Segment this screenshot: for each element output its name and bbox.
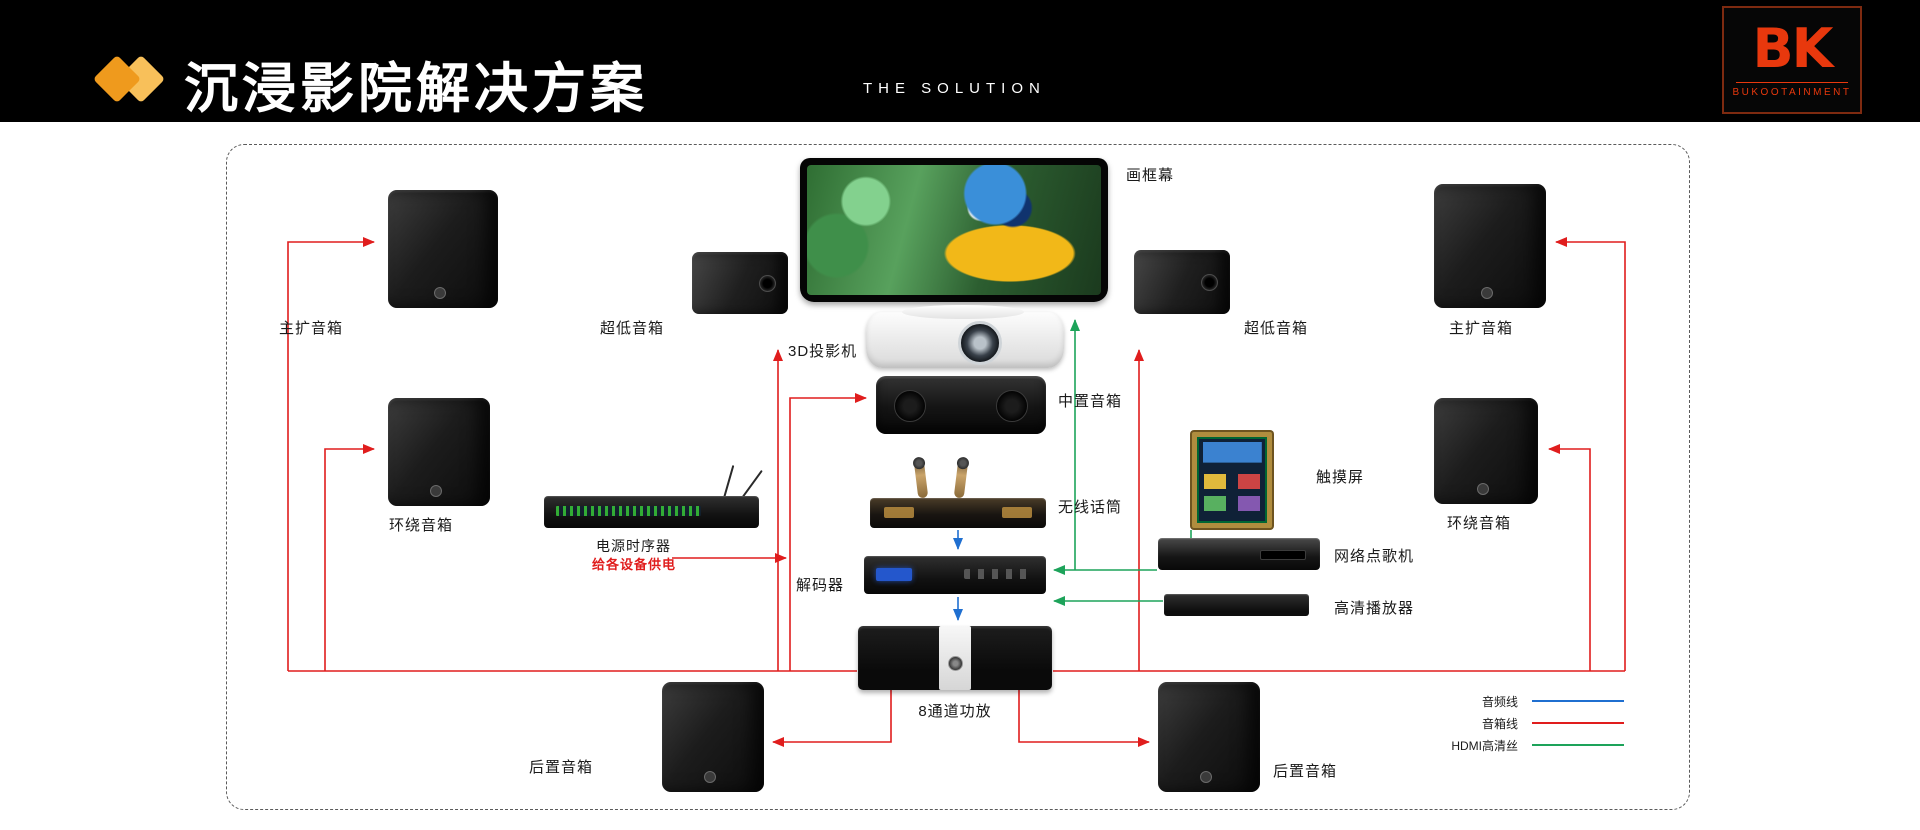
parrot-image bbox=[807, 165, 1101, 295]
brand-initials: BK bbox=[1752, 17, 1833, 80]
surround-speaker-right bbox=[1434, 398, 1538, 504]
amplifier-8ch bbox=[858, 626, 1052, 690]
legend-line-audio bbox=[1532, 700, 1624, 702]
rear-speaker-left bbox=[662, 682, 764, 792]
slide-logo bbox=[92, 54, 170, 104]
projection-screen bbox=[800, 158, 1108, 302]
label-karaoke: 网络点歌机 bbox=[1334, 548, 1415, 565]
brand-divider bbox=[1736, 82, 1848, 83]
label-screen: 画框幕 bbox=[1126, 167, 1175, 184]
header-bar: 沉浸影院解决方案 THE SOLUTION BK BUKOOTAINMENT bbox=[0, 0, 1920, 122]
main-speaker-right bbox=[1434, 184, 1546, 308]
label-wireless-mic: 无线话筒 bbox=[1058, 499, 1123, 516]
microphone-icon bbox=[953, 459, 969, 499]
page-title: 沉浸影院解决方案 bbox=[184, 59, 648, 119]
center-speaker bbox=[876, 376, 1046, 434]
legend-line-speaker bbox=[1532, 722, 1624, 724]
label-main-left: 主扩音箱 bbox=[279, 320, 344, 337]
subwoofer-left bbox=[692, 252, 788, 314]
legend-line-hdmi bbox=[1532, 744, 1624, 746]
sequencer-leds bbox=[556, 506, 701, 516]
power-sequencer bbox=[544, 462, 763, 528]
microphone-icon bbox=[913, 459, 929, 499]
diagram-frame bbox=[226, 144, 1690, 810]
label-surround-right: 环绕音箱 bbox=[1447, 515, 1512, 532]
brand-logo: BK BUKOOTAINMENT bbox=[1722, 6, 1862, 114]
legend-item-hdmi: HDMI高清丝 bbox=[1436, 734, 1624, 756]
surround-speaker-left bbox=[388, 398, 490, 506]
legend-label: HDMI高清丝 bbox=[1451, 738, 1518, 753]
hd-player bbox=[1164, 594, 1309, 616]
wire-legend: 音频线 音箱线 HDMI高清丝 bbox=[1436, 690, 1624, 756]
decoder-display bbox=[876, 568, 912, 581]
touch-screen bbox=[1192, 432, 1272, 528]
karaoke-machine bbox=[1158, 538, 1320, 570]
label-projector: 3D投影机 bbox=[788, 343, 858, 360]
main-speaker-left bbox=[388, 190, 498, 308]
antenna-icon bbox=[723, 465, 735, 499]
label-surround-left: 环绕音箱 bbox=[389, 517, 454, 534]
decoder bbox=[864, 556, 1046, 594]
brand-name: BUKOOTAINMENT bbox=[1732, 87, 1852, 98]
amp-knob bbox=[948, 656, 963, 671]
label-decoder: 解码器 bbox=[796, 577, 845, 594]
legend-item-speaker: 音箱线 bbox=[1436, 712, 1624, 734]
projector-3d bbox=[866, 305, 1064, 368]
label-rear-right: 后置音箱 bbox=[1273, 763, 1338, 780]
label-rear-left: 后置音箱 bbox=[529, 759, 594, 776]
label-subwoofer-left: 超低音箱 bbox=[600, 320, 665, 337]
legend-item-audio: 音频线 bbox=[1436, 690, 1624, 712]
decoder-knobs bbox=[964, 569, 1034, 579]
label-power-note: 给各设备供电 bbox=[592, 557, 677, 572]
label-hd-player: 高清播放器 bbox=[1334, 600, 1415, 617]
wireless-mic-system bbox=[870, 459, 1046, 528]
sequencer-chassis bbox=[544, 496, 759, 528]
label-center-speaker: 中置音箱 bbox=[1058, 393, 1123, 410]
subwoofer-right bbox=[1134, 250, 1230, 314]
mic-receiver bbox=[870, 498, 1046, 528]
label-power-sequencer: 电源时序器 bbox=[596, 538, 671, 554]
page-subtitle: THE SOLUTION bbox=[863, 80, 1046, 97]
label-main-right: 主扩音箱 bbox=[1449, 320, 1514, 337]
legend-label: 音频线 bbox=[1481, 694, 1518, 709]
rear-speaker-right bbox=[1158, 682, 1260, 792]
legend-label: 音箱线 bbox=[1481, 716, 1518, 731]
label-touch-screen: 触摸屏 bbox=[1316, 469, 1365, 486]
label-subwoofer-right: 超低音箱 bbox=[1244, 320, 1309, 337]
label-amplifier: 8通道功放 bbox=[918, 703, 992, 720]
